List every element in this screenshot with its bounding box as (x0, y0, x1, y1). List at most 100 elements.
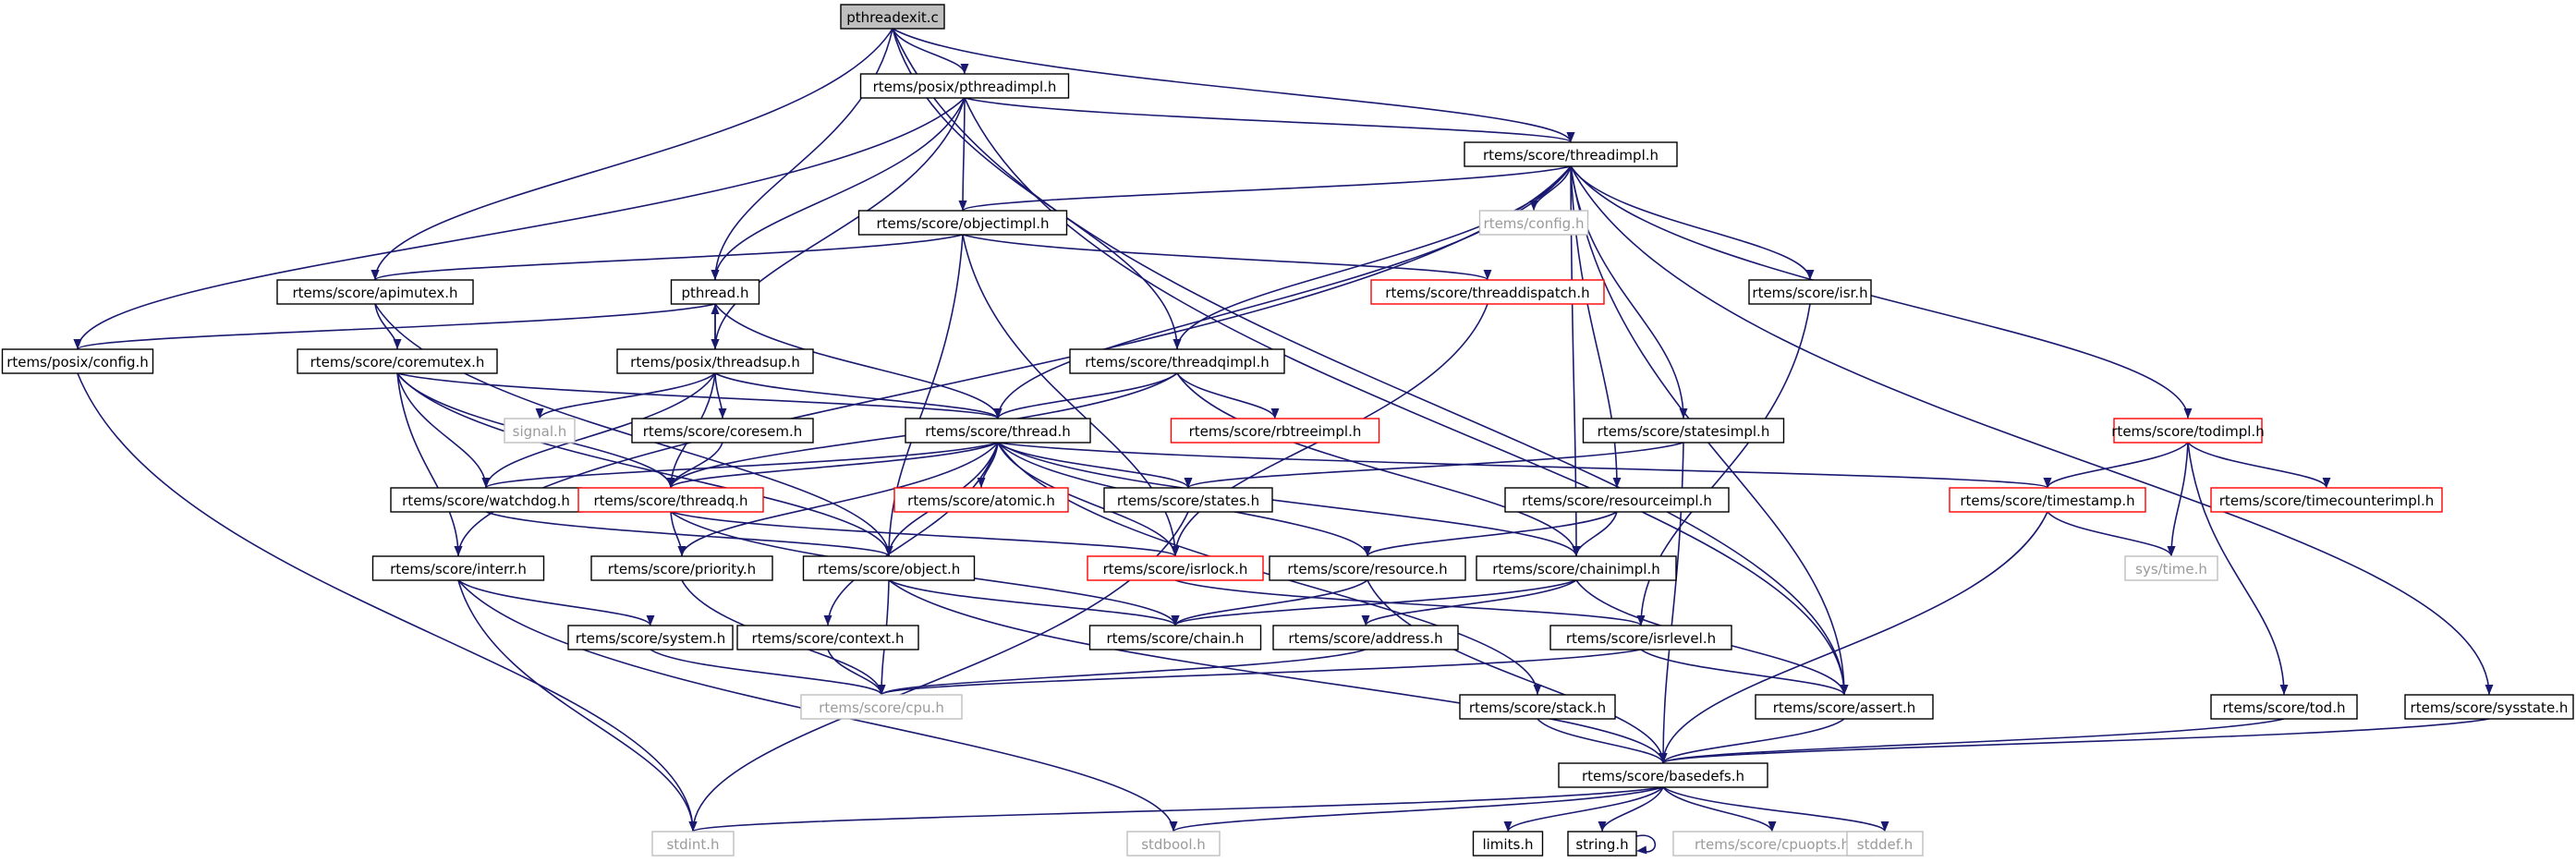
node-score_chain[interactable]: rtems/score/chain.h (1088, 625, 1262, 650)
edge-score_todimpl-to-score_timecounterimpl (2187, 442, 2331, 489)
node-score_statesimpl[interactable]: rtems/score/statesimpl.h (1582, 418, 1785, 444)
node-score_todimpl[interactable]: rtems/score/todimpl.h (2111, 418, 2265, 444)
edge-score_thread-to-score_context (823, 442, 999, 626)
node-score_interr[interactable]: rtems/score/interr.h (371, 555, 545, 581)
node-score_threadqimpl[interactable]: rtems/score/threadqimpl.h (1069, 348, 1285, 374)
node-label: rtems/score/sysstate.h (2411, 699, 2569, 716)
node-score_threadq[interactable]: rtems/score/threadq.h (577, 487, 764, 513)
node-score_chainimpl[interactable]: rtems/score/chainimpl.h (1476, 555, 1677, 581)
node-score_timestamp[interactable]: rtems/score/timestamp.h (1949, 487, 2146, 513)
node-score_rbtreeimpl[interactable]: rtems/score/rbtreeimpl.h (1170, 418, 1380, 444)
node-label: rtems/score/coremutex.h (310, 354, 485, 371)
node-limits_h[interactable]: limits.h (1472, 831, 1544, 857)
node-score_isr[interactable]: rtems/score/isr.h (1748, 279, 1872, 305)
node-label: pthread.h (682, 285, 749, 301)
node-posix_threadsup[interactable]: rtems/posix/threadsup.h (616, 348, 814, 374)
node-stdbool_h[interactable]: stdbool.h (1126, 831, 1221, 857)
node-label: rtems/score/address.h (1288, 630, 1442, 647)
node-score_watchdog[interactable]: rtems/score/watchdog.h (390, 487, 582, 513)
node-box (1464, 141, 1678, 167)
edge-score_chainimpl-to-score_address (1361, 579, 1577, 626)
edge-posix_pthreadimpl-to-score_objectimpl (958, 97, 967, 212)
node-score_object[interactable]: rtems/score/object.h (802, 555, 976, 581)
node-stdint_h[interactable]: stdint.h (651, 831, 735, 857)
node-score_objectimpl[interactable]: rtems/score/objectimpl.h (857, 210, 1068, 236)
node-label: rtems/score/rbtreeimpl.h (1189, 423, 1362, 440)
node-box (1748, 279, 1872, 305)
node-label: rtems/score/threadimpl.h (1483, 147, 1659, 164)
node-posix_pthreadimpl[interactable]: rtems/posix/pthreadimpl.h (859, 73, 1070, 99)
node-score_priority[interactable]: rtems/score/priority.h (590, 555, 773, 581)
edge-score_threadimpl-to-score_todimpl (1570, 165, 2193, 419)
node-box (504, 418, 576, 444)
node-label: rtems/score/objectimpl.h (876, 215, 1049, 232)
node-label: rtems/score/statesimpl.h (1598, 423, 1770, 440)
node-label: rtems/score/apimutex.h (292, 285, 457, 301)
node-box (2113, 418, 2263, 444)
node-score_resourceimpl[interactable]: rtems/score/resourceimpl.h (1504, 487, 1730, 513)
node-score_atomic[interactable]: rtems/score/atomic.h (893, 487, 1069, 513)
node-score_coremutex[interactable]: rtems/score/coremutex.h (297, 348, 498, 374)
node-score_address[interactable]: rtems/score/address.h (1272, 625, 1459, 650)
node-score_cpu[interactable]: rtems/score/cpu.h (800, 694, 963, 720)
node-score_apimutex[interactable]: rtems/score/apimutex.h (276, 279, 474, 305)
node-score_coresem[interactable]: rtems/score/coresem.h (631, 418, 814, 444)
node-box (2124, 555, 2218, 581)
node-box (616, 348, 814, 374)
edge-score_resourceimpl-to-score_chainimpl (1572, 511, 1618, 557)
edge-score_statesimpl-to-score_states (1184, 442, 1684, 489)
node-score_system[interactable]: rtems/score/system.h (567, 625, 734, 650)
node-pthread_h[interactable]: pthread.h (670, 279, 760, 305)
node-posix_config[interactable]: rtems/posix/config.h (1, 348, 154, 374)
edge-string_h-to-string_h (1635, 834, 1657, 855)
node-score_threadimpl[interactable]: rtems/score/threadimpl.h (1464, 141, 1678, 167)
edge-score_resourceimpl-to-score_resource (1363, 511, 1618, 557)
edge-score_stack-to-score_basedefs (1537, 718, 1668, 764)
edge-score_basedefs-to-limits_h (1503, 786, 1664, 833)
edge-score_coremutex-to-score_thread (396, 372, 1002, 419)
node-label: rtems/score/system.h (576, 630, 726, 647)
node-score_stack[interactable]: rtems/score/stack.h (1459, 694, 1616, 720)
edge-score_thread-to-score_watchdog (481, 442, 999, 489)
edge-score_objectimpl-to-score_apimutex (371, 234, 964, 281)
node-sys_time[interactable]: sys/time.h (2124, 555, 2218, 581)
node-box (1103, 487, 1273, 513)
node-box (1567, 831, 1637, 857)
node-box (1459, 694, 1616, 720)
node-box (1472, 831, 1544, 857)
node-score_tod[interactable]: rtems/score/tod.h (2210, 694, 2358, 720)
node-box (651, 831, 735, 857)
node-score_context[interactable]: rtems/score/context.h (736, 625, 919, 650)
edge-score_todimpl-to-sys_time (2167, 442, 2189, 557)
node-label: rtems/score/assert.h (1773, 699, 1916, 716)
node-pthreadexit_c[interactable]: pthreadexit.c (840, 4, 945, 30)
node-box (371, 555, 545, 581)
node-label: rtems/score/basedefs.h (1582, 768, 1744, 784)
node-score_sysstate[interactable]: rtems/score/sysstate.h (2404, 694, 2574, 720)
node-score_cpuopts[interactable]: rtems/score/cpuopts.h (1672, 831, 1872, 857)
node-score_assert[interactable]: rtems/score/assert.h (1755, 694, 1934, 720)
node-score_basedefs[interactable]: rtems/score/basedefs.h (1558, 762, 1768, 788)
node-score_resource[interactable]: rtems/score/resource.h (1269, 555, 1466, 581)
node-config_h[interactable]: rtems/config.h (1478, 210, 1589, 236)
edge-score_apimutex-to-score_coremutex (374, 303, 402, 350)
node-stddef_h[interactable]: stddef.h (1846, 831, 1924, 857)
node-score_isrlevel[interactable]: rtems/score/isrlevel.h (1549, 625, 1732, 650)
node-score_timecounterimpl[interactable]: rtems/score/timecounterimpl.h (2210, 487, 2443, 513)
node-box (1476, 555, 1677, 581)
node-string_h[interactable]: string.h (1567, 831, 1637, 857)
node-box (1549, 625, 1732, 650)
node-score_thread[interactable]: rtems/score/thread.h (905, 418, 1091, 444)
node-signal_h[interactable]: signal.h (504, 418, 576, 444)
node-label: rtems/score/thread.h (925, 423, 1071, 440)
edge-score_basedefs-to-score_cpuopts (1662, 786, 1777, 833)
node-score_isrlock[interactable]: rtems/score/isrlock.h (1087, 555, 1264, 581)
node-box (1846, 831, 1924, 857)
edge-score_interr-to-score_system (457, 579, 655, 626)
node-label: rtems/posix/pthreadimpl.h (873, 79, 1057, 95)
node-score_states[interactable]: rtems/score/states.h (1103, 487, 1273, 513)
node-score_threaddispatch[interactable]: rtems/score/threaddispatch.h (1370, 279, 1605, 305)
node-label: rtems/score/chain.h (1106, 630, 1244, 647)
node-label: rtems/score/priority.h (608, 561, 756, 577)
node-label: stddef.h (1857, 836, 1913, 853)
